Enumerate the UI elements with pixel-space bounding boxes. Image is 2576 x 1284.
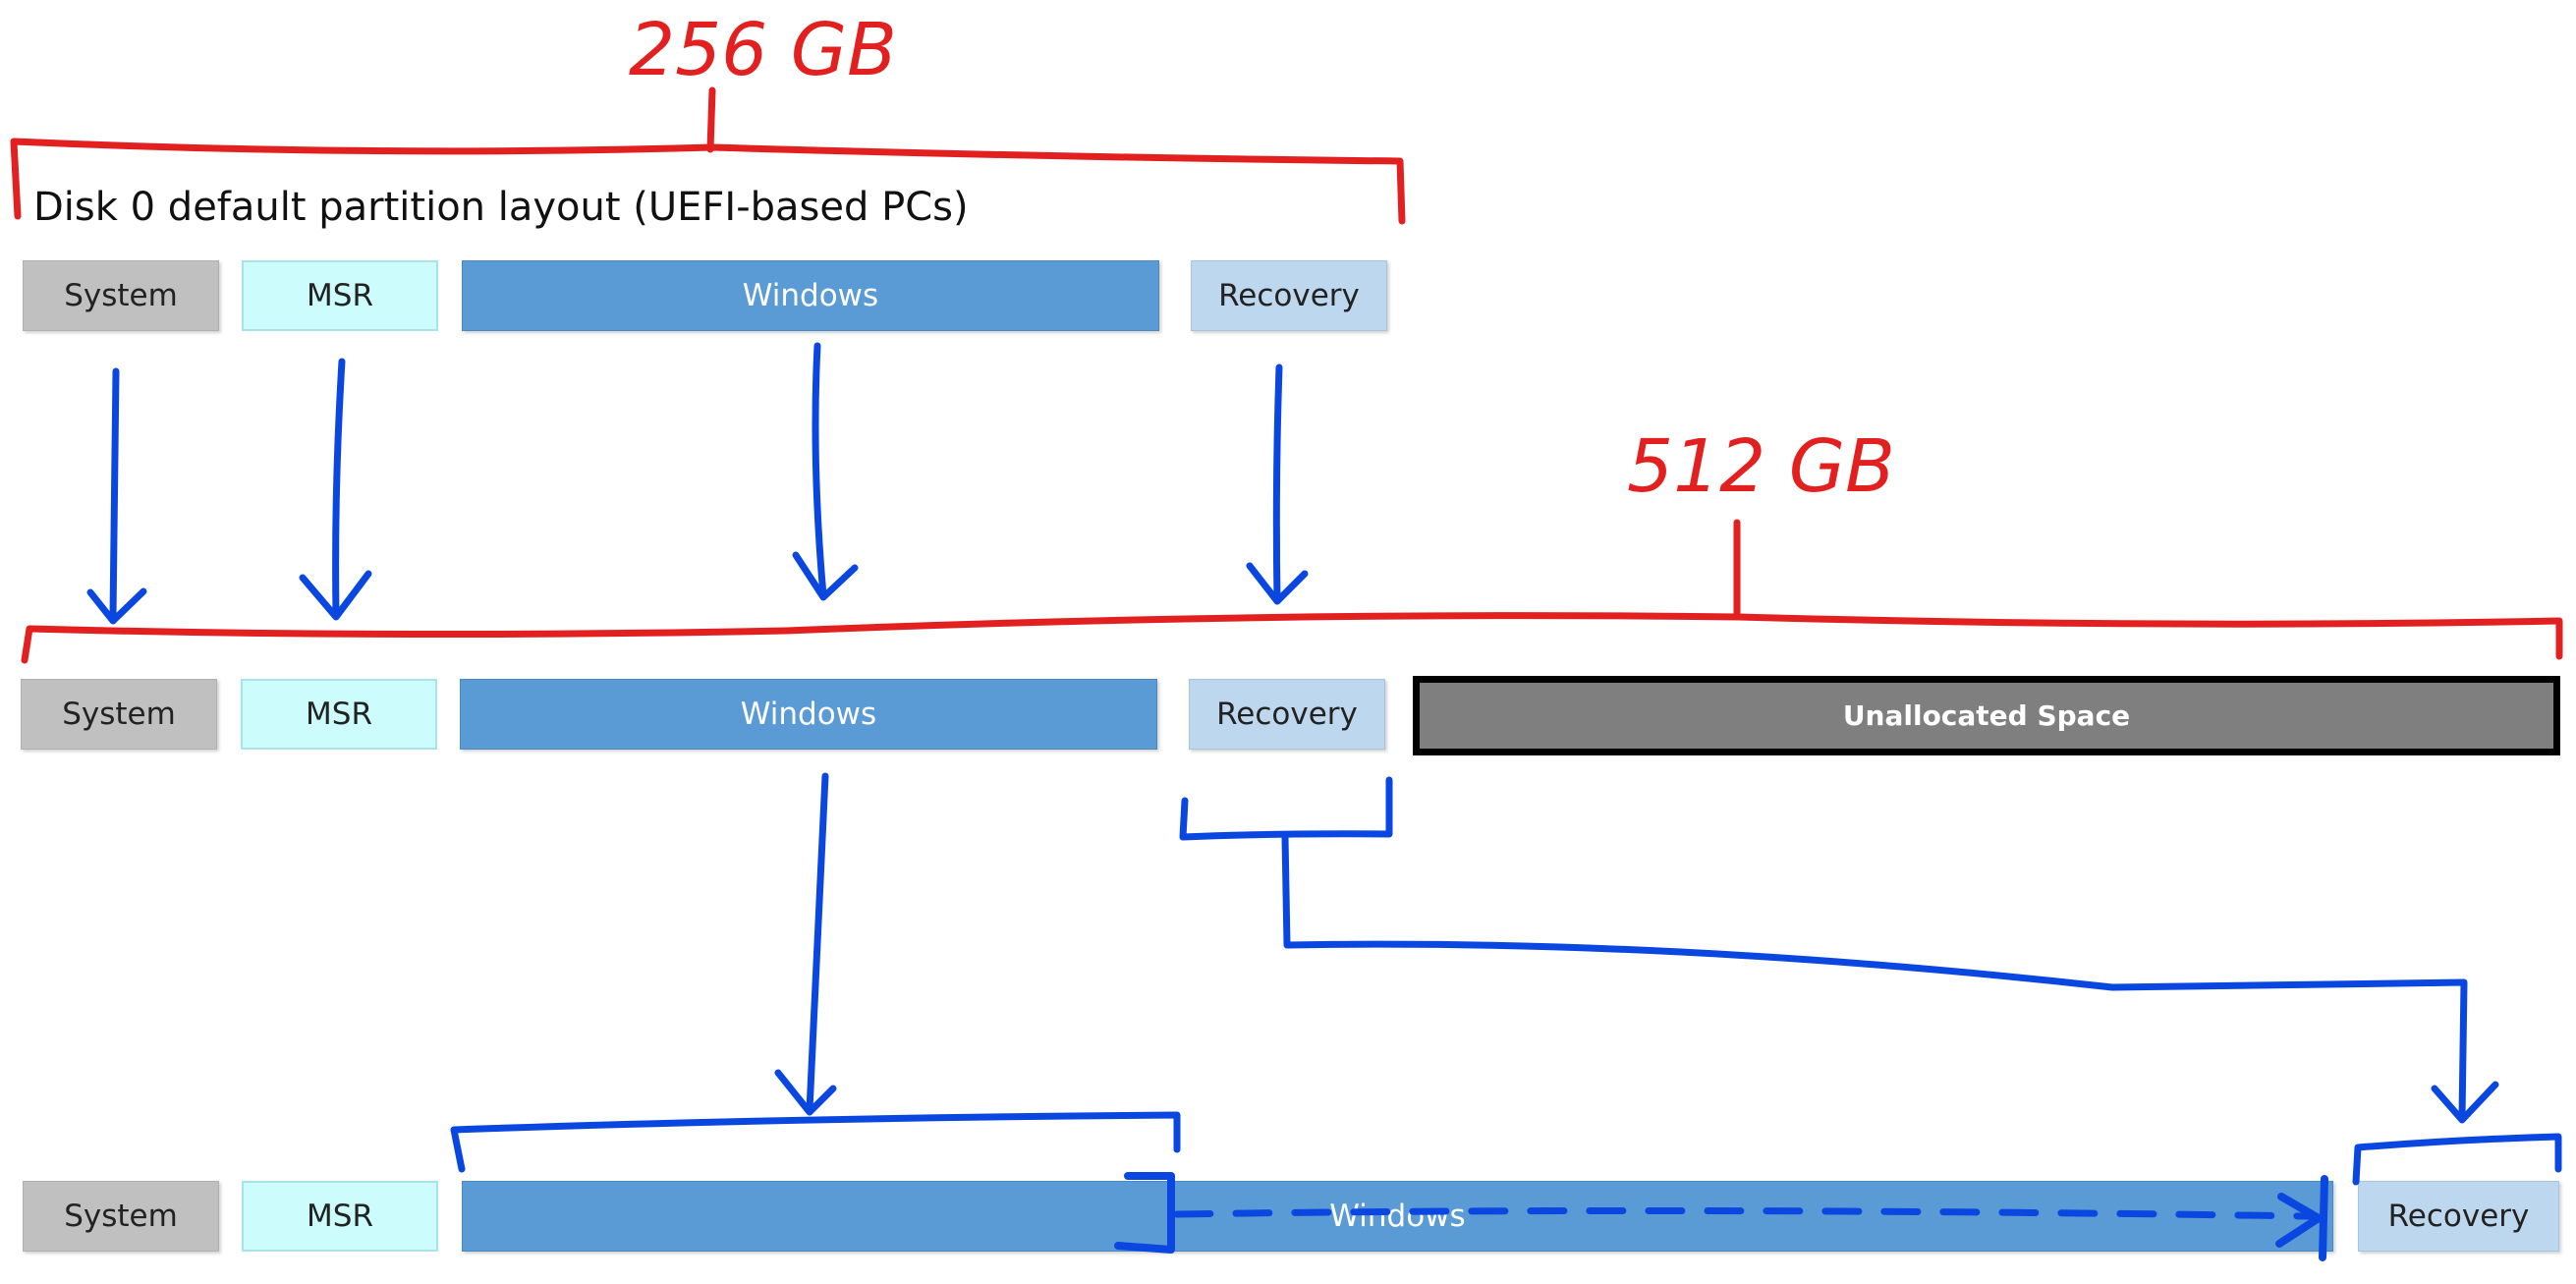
label-256gb: 256 GB xyxy=(629,8,897,92)
arrow-windows-down xyxy=(812,342,827,599)
top-system-partition: System xyxy=(23,260,219,331)
top-windows-partition: Windows xyxy=(462,260,1159,331)
arrow-system-down xyxy=(109,367,120,621)
arrow-msr-down xyxy=(332,358,346,619)
top-size-brace-tick xyxy=(706,86,716,153)
middle-system-partition: System xyxy=(21,679,217,750)
diagram-title: Disk 0 default partition layout (UEFI-ba… xyxy=(33,185,969,230)
middle-recovery-partition: Recovery xyxy=(1189,679,1385,750)
bottom-recovery-partition: Recovery xyxy=(2358,1181,2559,1252)
bottom-windows-partition: Windows xyxy=(462,1181,2333,1252)
arrow-windows-to-bottom xyxy=(806,772,829,1114)
bottom-system-partition: System xyxy=(23,1181,219,1252)
middle-unallocated-space: Unallocated Space xyxy=(1413,676,2560,755)
recovery-move-path xyxy=(1281,833,2468,1122)
arrow-recovery-down xyxy=(1272,363,1283,605)
bottom-msr-partition: MSR xyxy=(242,1181,438,1252)
bottom-recovery-bracket xyxy=(2352,1133,2562,1186)
middle-msr-partition: MSR xyxy=(241,679,437,750)
top-recovery-partition: Recovery xyxy=(1191,260,1387,331)
recovery-bracket xyxy=(1179,776,1393,841)
middle-windows-partition: Windows xyxy=(460,679,1157,750)
top-msr-partition: MSR xyxy=(242,260,438,331)
bottom-windows-brace xyxy=(450,1111,1181,1173)
label-512gb: 512 GB xyxy=(1627,424,1895,509)
middle-size-brace xyxy=(21,612,2563,664)
